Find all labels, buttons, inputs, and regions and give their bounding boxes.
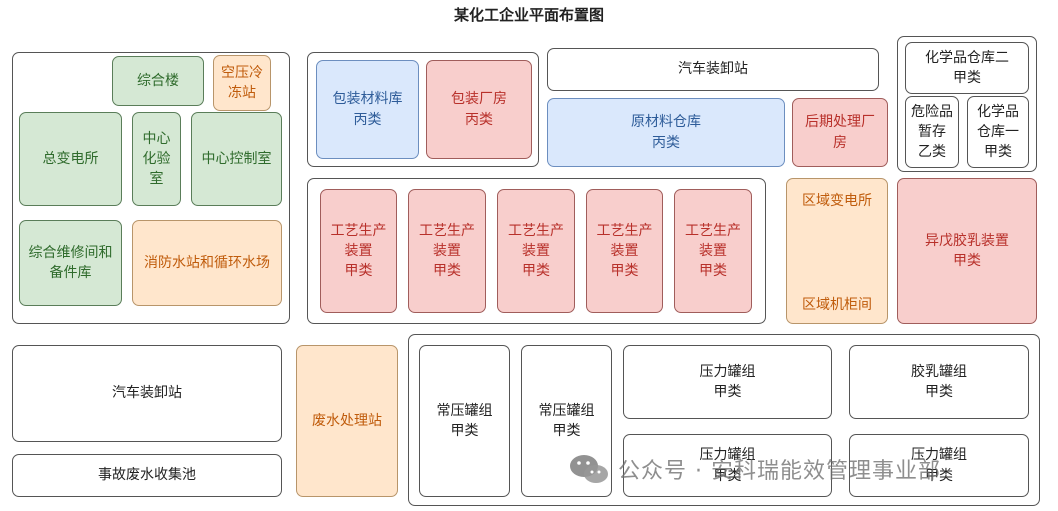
process-unit: 工艺生产 装置 甲类 [320,189,397,313]
regional-cabinet-room: 区域机柜间 [802,297,872,313]
central-lab: 中心 化验 室 [132,112,181,206]
atmospheric-tank-group-1: 常压罐组 甲类 [419,345,510,497]
process-unit: 工艺生产 装置 甲类 [408,189,486,313]
process-unit: 工艺生产 装置 甲类 [674,189,752,313]
pressure-tank-group-3: 压力罐组 甲类 [849,434,1029,497]
pressure-tank-group-2: 压力罐组 甲类 [623,434,832,497]
accident-wastewater-pool: 事故废水收集池 [12,454,282,497]
chemical-warehouse-1: 化学品 仓库一 甲类 [967,96,1029,168]
raw-material-warehouse: 原材料仓库 丙类 [547,98,785,167]
latex-tank-group: 胶乳罐组 甲类 [849,345,1029,419]
wechat-icon [570,455,608,483]
page-title: 某化工企业平面布置图 [453,6,604,24]
watermark: 公众号 · 安科瑞能效管理事业部 [568,452,941,486]
packaging-material-warehouse: 包装材料库 丙类 [316,60,419,159]
process-unit: 工艺生产 装置 甲类 [497,189,575,313]
packaging-plant: 包装厂房 丙类 [426,60,532,159]
maintenance-warehouse: 综合维修间和 备件库 [19,220,122,306]
main-substation: 总变电所 [19,112,122,206]
air-compressor-station: 空压冷 冻站 [213,55,271,111]
process-unit: 工艺生产 装置 甲类 [586,189,663,313]
fire-water-station: 消防水站和循环水场 [132,220,282,306]
chemical-warehouse-2: 化学品仓库二 甲类 [905,42,1029,94]
post-treatment-plant: 后期处理厂 房 [792,98,888,167]
office-building: 综合楼 [112,56,204,106]
watermark-text: 公众号 · 安科瑞能效管理事业部 [618,459,941,484]
regional-substation-block: 区域变电所 区域机柜间 [786,178,888,324]
wastewater-treatment-station: 废水处理站 [296,345,398,497]
pressure-tank-group-1: 压力罐组 甲类 [623,345,832,419]
isoprene-latex-unit: 异戊胶乳装置 甲类 [897,178,1037,324]
truck-loading-station-bottom: 汽车装卸站 [12,345,282,442]
central-control-room: 中心控制室 [191,112,282,206]
hazmat-temporary-storage: 危险品 暂存 乙类 [905,96,959,168]
truck-loading-station-top: 汽车装卸站 [547,48,879,91]
regional-substation: 区域变电所 [802,193,872,209]
